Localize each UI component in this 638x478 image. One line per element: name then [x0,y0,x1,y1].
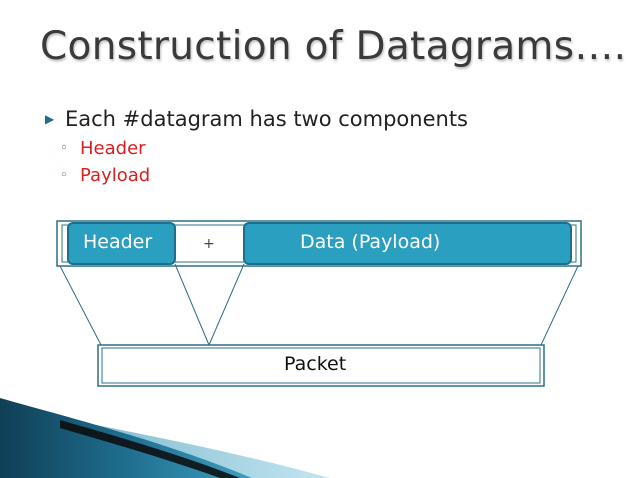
main-bullet-text: Each #datagram has two components [65,107,468,131]
plus-sign: + [203,236,215,252]
sub-bullet-payload: ◦ Payload [60,165,150,186]
main-bullet: ▶ Each #datagram has two components [45,107,468,131]
connector-line-data-left [208,263,245,346]
packet-box-label: Packet [284,353,347,375]
sub-bullet-payload-text: Payload [80,165,151,186]
sub-bullet-header-text: Header [80,138,146,159]
connector-line-right-outer [540,265,579,346]
ring-bullet-icon: ◦ [60,141,68,156]
header-box [67,222,176,265]
decorative-ribbon-shadow [60,420,240,478]
header-box-label: Header [83,231,153,253]
connector-line-left-outer [59,265,102,346]
data-box-label: Data (Payload) [300,231,441,253]
data-box [243,222,572,265]
sub-bullet-header: ◦ Header [60,138,146,159]
ring-bullet-icon: ◦ [60,168,68,183]
slide-title: Construction of Datagrams…. [40,24,627,69]
connector-line-header-right [174,263,210,346]
packet-box [97,344,545,387]
decorative-ribbon-dark [0,398,252,478]
triangle-bullet-icon: ▶ [45,112,55,126]
packet-box-inner [101,347,541,384]
